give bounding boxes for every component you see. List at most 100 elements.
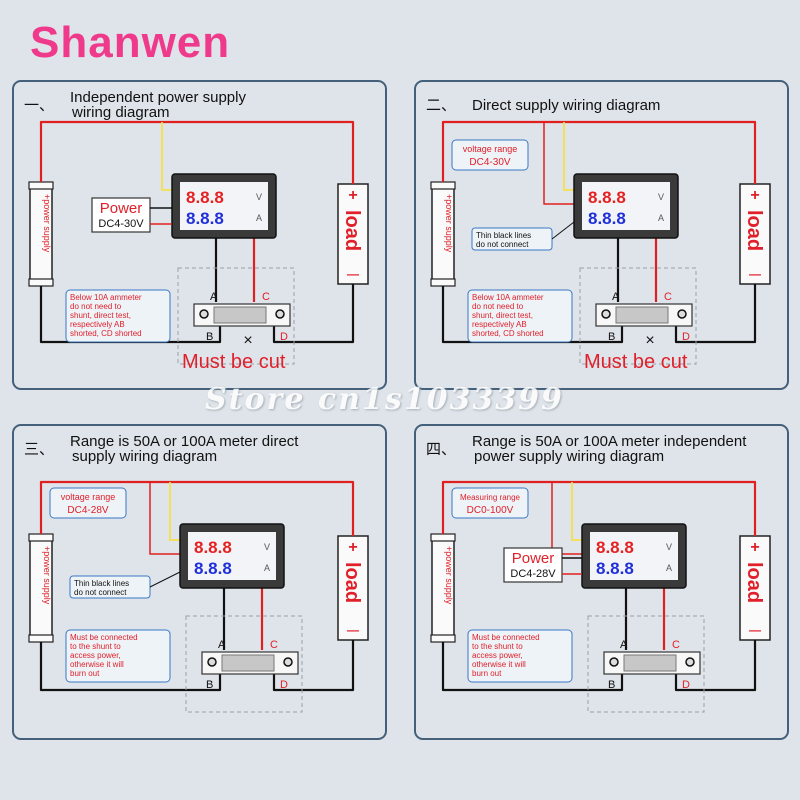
yellow-wire bbox=[563, 122, 574, 191]
terminal-b: B bbox=[206, 331, 213, 343]
note-box bbox=[467, 289, 573, 343]
black-wire-d bbox=[272, 284, 355, 344]
note-text: shunt, direct test, bbox=[472, 311, 533, 320]
meter-screen bbox=[590, 532, 678, 580]
range-value: DC4-30V bbox=[469, 157, 510, 168]
panel-number: 三、 bbox=[24, 441, 54, 458]
range-title: Measuring range bbox=[460, 493, 521, 502]
current-digits: 8.8.8 bbox=[596, 559, 634, 578]
power-supply-label: +power supply bbox=[42, 546, 52, 605]
black-wire-d bbox=[674, 284, 757, 344]
unit-a: A bbox=[658, 213, 664, 223]
shunt-resistor bbox=[213, 306, 267, 324]
volt-amp-meter: 8.8.88.8.8VA bbox=[573, 173, 679, 239]
terminal-a: A bbox=[612, 291, 620, 303]
thin-lines-text: Thin black lines bbox=[476, 231, 531, 240]
power-supply-label: +power supply bbox=[444, 194, 454, 253]
shunt-dashed-area bbox=[587, 615, 705, 713]
black-wire-b bbox=[39, 642, 222, 692]
volt-amp-meter: 8.8.88.8.8VA bbox=[171, 173, 277, 239]
shunt-screw bbox=[685, 657, 695, 667]
unit-v: V bbox=[264, 542, 270, 552]
current-digits: 8.8.8 bbox=[194, 559, 232, 578]
note-text: Below 10A ammeter bbox=[472, 293, 544, 302]
terminal-d: D bbox=[280, 331, 288, 343]
power-label: Power bbox=[512, 550, 555, 567]
current-digits: 8.8.8 bbox=[186, 209, 224, 228]
power-range: DC4-30V bbox=[98, 218, 144, 230]
note-box bbox=[467, 629, 573, 683]
red-wire bbox=[39, 480, 355, 536]
power-supply-cap bbox=[430, 278, 456, 287]
red-wire bbox=[441, 480, 757, 536]
cut-x-icon: × bbox=[243, 332, 252, 349]
power-supply-label: +power supply bbox=[444, 546, 454, 605]
range-box bbox=[451, 139, 529, 171]
terminal-b: B bbox=[608, 679, 615, 691]
load-label: load bbox=[743, 562, 765, 603]
power-supply-cap bbox=[430, 533, 456, 542]
note-text: shorted, CD shorted bbox=[472, 329, 544, 338]
thin-black-line bbox=[149, 571, 181, 588]
panel-title: Range is 50A or 100A meter direct bbox=[70, 433, 299, 450]
power-supply-cap bbox=[430, 634, 456, 643]
range-box bbox=[451, 487, 529, 519]
note-text: Must be connected bbox=[472, 633, 540, 642]
note-text: do not need to bbox=[472, 302, 524, 311]
shunt-resistor bbox=[221, 654, 275, 672]
unit-a: A bbox=[264, 563, 270, 573]
note-box bbox=[65, 629, 171, 683]
power-supply-cap bbox=[28, 278, 54, 287]
voltage-digits: 8.8.8 bbox=[596, 538, 634, 557]
note-text: to the shunt to bbox=[70, 642, 121, 651]
shunt-resistor bbox=[623, 654, 677, 672]
power-supply-cap bbox=[28, 533, 54, 542]
unit-v: V bbox=[256, 192, 262, 202]
meter-screen bbox=[582, 182, 670, 230]
note-text: otherwise it will bbox=[70, 660, 124, 669]
range-title: voltage range bbox=[61, 492, 116, 502]
terminal-a: A bbox=[210, 291, 218, 303]
black-wire-d bbox=[272, 640, 355, 692]
panel-2: 二、 Direct supply wiring diagram +power sup… bbox=[414, 80, 789, 390]
brand-logo: Shanwen bbox=[30, 18, 231, 67]
terminal-c: C bbox=[270, 639, 278, 651]
power-supply-unit: +power supply bbox=[430, 181, 456, 287]
power-supply-unit: +power supply bbox=[28, 533, 54, 643]
panel-number: 二、 bbox=[426, 97, 456, 114]
voltage-digits: 8.8.8 bbox=[588, 188, 626, 207]
thin-black-line bbox=[551, 221, 575, 240]
unit-a: A bbox=[666, 563, 672, 573]
shunt-screw bbox=[283, 657, 293, 667]
note-text: do not need to bbox=[70, 302, 122, 311]
panel-title: Independent power supply bbox=[70, 89, 246, 106]
power-supply-unit: +power supply bbox=[28, 181, 54, 287]
shunt-dashed-area bbox=[177, 267, 295, 365]
yellow-wire bbox=[161, 122, 172, 191]
power-range: DC4-28V bbox=[510, 568, 556, 580]
black-wire-d bbox=[674, 640, 757, 692]
current-digits: 8.8.8 bbox=[588, 209, 626, 228]
note-text: access power, bbox=[472, 651, 523, 660]
load-plus: + bbox=[750, 539, 759, 556]
thin-red-wire bbox=[543, 122, 574, 205]
note-text: Below 10A ammeter bbox=[70, 293, 142, 302]
cut-marker: ×Must be cut bbox=[584, 332, 688, 373]
panel-title: Direct supply wiring diagram bbox=[472, 97, 660, 114]
note-text: burn out bbox=[70, 669, 100, 678]
shunt-screw bbox=[601, 309, 611, 319]
load-label: load bbox=[743, 210, 765, 251]
power-supply-cap bbox=[430, 181, 456, 190]
load-minus: — bbox=[749, 623, 761, 637]
panel-number: 四、 bbox=[426, 441, 456, 458]
yellow-wire bbox=[169, 482, 180, 541]
load-unit: +load— bbox=[739, 183, 771, 285]
